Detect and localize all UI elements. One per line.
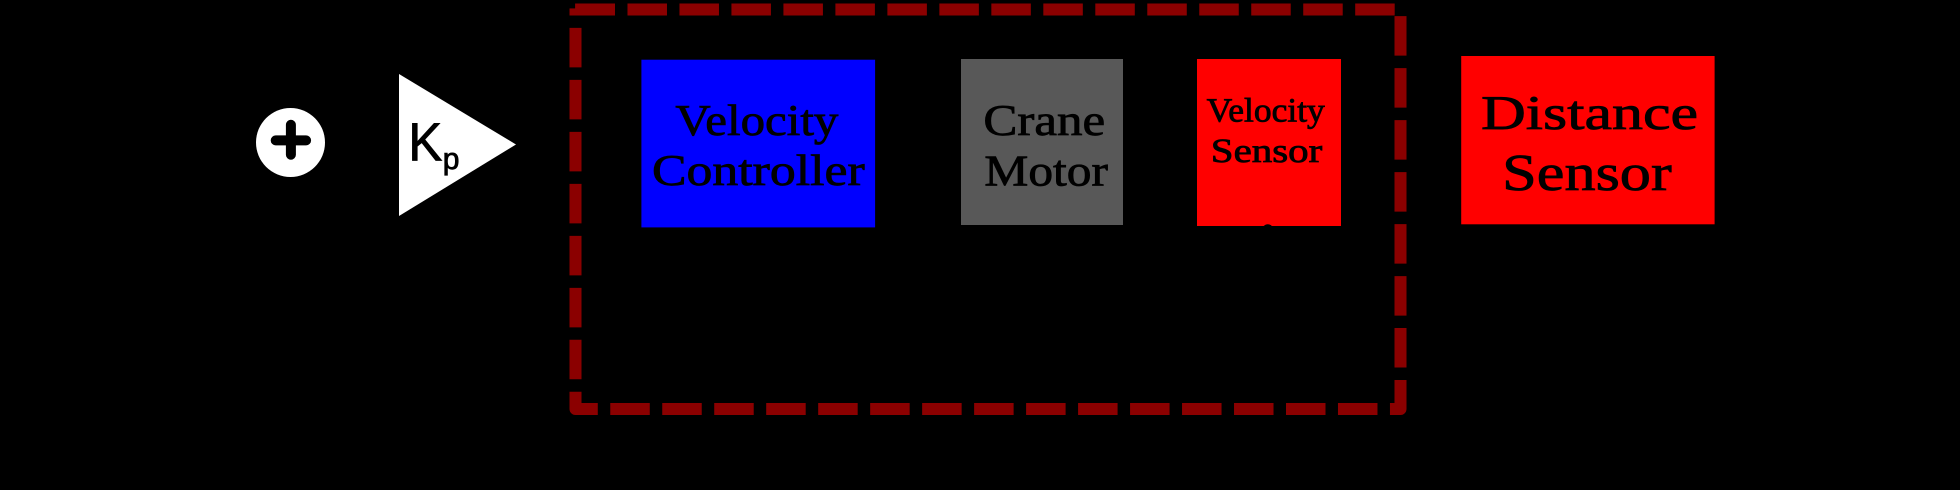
svg-text:Crane: Crane (983, 96, 1105, 145)
svg-text:Sensor: Sensor (1502, 145, 1672, 202)
svg-text:p: p (443, 143, 460, 176)
svg-text:Motor: Motor (984, 147, 1108, 196)
svg-text:Controller: Controller (652, 146, 865, 195)
svg-text:Velocity: Velocity (675, 96, 838, 145)
svg-text:Sensor: Sensor (1211, 133, 1323, 170)
svg-text:K: K (408, 113, 442, 173)
svg-text:Velocity: Velocity (1207, 93, 1325, 130)
svg-text:Distance: Distance (1481, 87, 1698, 140)
